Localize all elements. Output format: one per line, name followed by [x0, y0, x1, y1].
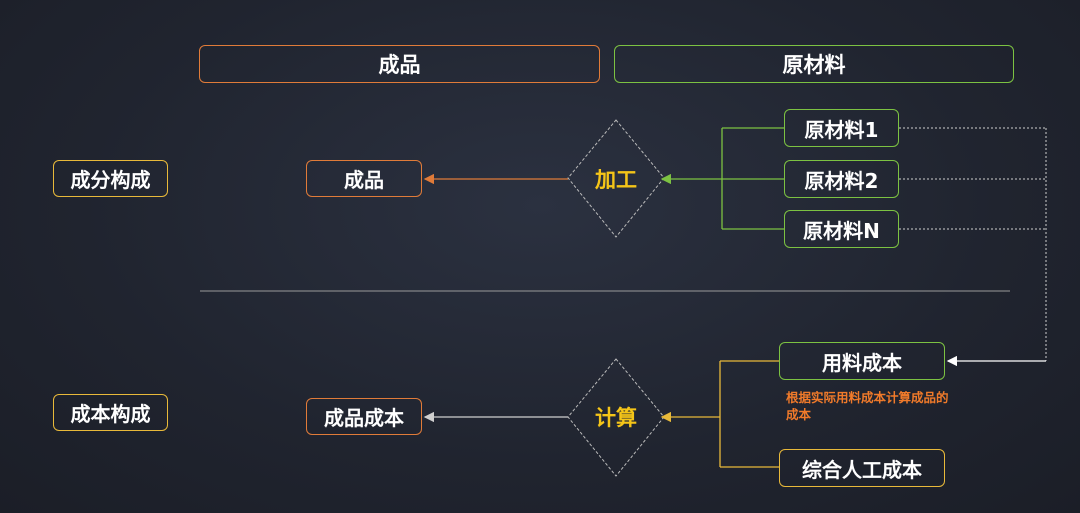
header-finished-label: 成品: [378, 53, 421, 77]
header-raw-label: 原材料: [782, 53, 846, 77]
calc-diamond: [567, 358, 665, 477]
row-label-cost: 成本构成: [53, 394, 168, 431]
material-cost-node: 用料成本: [779, 342, 945, 380]
calc-text: 计算: [595, 406, 637, 430]
labor-cost-label: 综合人工成本: [802, 457, 922, 482]
header-finished-product: 成品: [199, 45, 600, 83]
material-cost-note: 根据实际用料成本计算成品的成本: [786, 390, 949, 422]
material-n-label: 原材料N: [803, 218, 880, 243]
calc-label: 计算: [578, 398, 654, 436]
material-1-label: 原材料1: [804, 117, 879, 142]
header-raw-material: 原材料: [614, 45, 1014, 83]
cost-label: 成本构成: [70, 402, 151, 426]
process-text: 加工: [595, 168, 637, 192]
product-cost-label: 成品成本: [324, 406, 404, 430]
finished-product-label: 成品: [344, 168, 384, 192]
material-2-node: 原材料2: [784, 160, 899, 198]
material-1-node: 原材料1: [784, 109, 899, 147]
row-label-composition: 成分构成: [53, 160, 168, 197]
labor-cost-node: 综合人工成本: [779, 449, 945, 487]
finished-product-node: 成品: [306, 160, 422, 197]
composition-label: 成分构成: [70, 168, 151, 192]
product-cost-node: 成品成本: [306, 398, 422, 435]
process-diamond: [567, 119, 665, 238]
material-n-node: 原材料N: [784, 210, 899, 248]
material-2-label: 原材料2: [804, 168, 879, 193]
material-cost-label: 用料成本: [822, 350, 902, 375]
process-label: 加工: [578, 160, 654, 198]
